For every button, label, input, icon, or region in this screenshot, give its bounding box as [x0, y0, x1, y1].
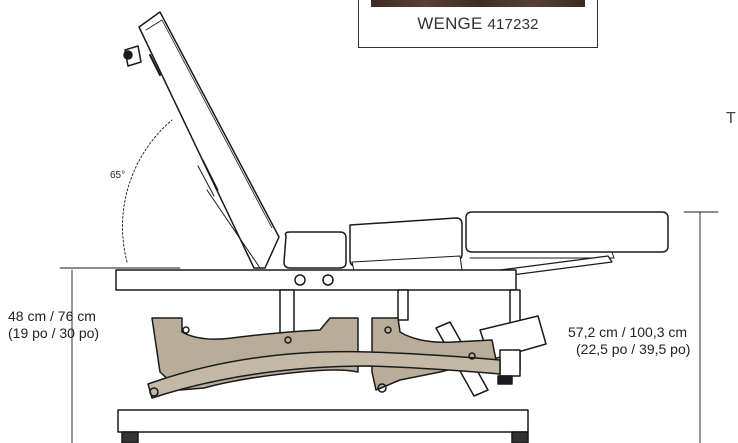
right-height-imperial: (22,5 po / 39,5 po) — [576, 341, 691, 357]
right-height-metric: 57,2 cm / 100,3 cm — [568, 324, 688, 340]
leg-strut — [499, 255, 613, 277]
finish-name: WENGE — [417, 14, 483, 33]
table-deck — [115, 269, 517, 291]
finish-swatch-card: WENGE 417232 — [358, 0, 598, 48]
left-height-label: 48 cm / 76 cm (19 po / 30 po) — [8, 308, 99, 342]
right-height-label: 57,2 cm / 100,3 cm (22,5 po / 39,5 po) — [568, 324, 690, 358]
left-height-metric: 48 cm / 76 cm — [8, 308, 96, 324]
backrest-angle-label: 65° — [110, 170, 126, 181]
finish-swatch-label: WENGE 417232 — [359, 14, 597, 34]
head-cushion — [283, 231, 347, 269]
scissor-arm — [147, 350, 501, 399]
cropped-edge-text: T — [726, 110, 736, 127]
backrest — [123, 11, 280, 269]
finish-swatch-color — [371, 0, 585, 7]
left-height-imperial: (19 po / 30 po) — [8, 325, 100, 341]
finish-code: 417232 — [487, 16, 539, 33]
foot-pad — [465, 211, 669, 253]
right-foot — [511, 431, 529, 443]
post-2 — [397, 289, 409, 321]
left-foot — [121, 431, 139, 443]
angle-arc — [122, 119, 173, 263]
base-rail — [117, 409, 529, 433]
